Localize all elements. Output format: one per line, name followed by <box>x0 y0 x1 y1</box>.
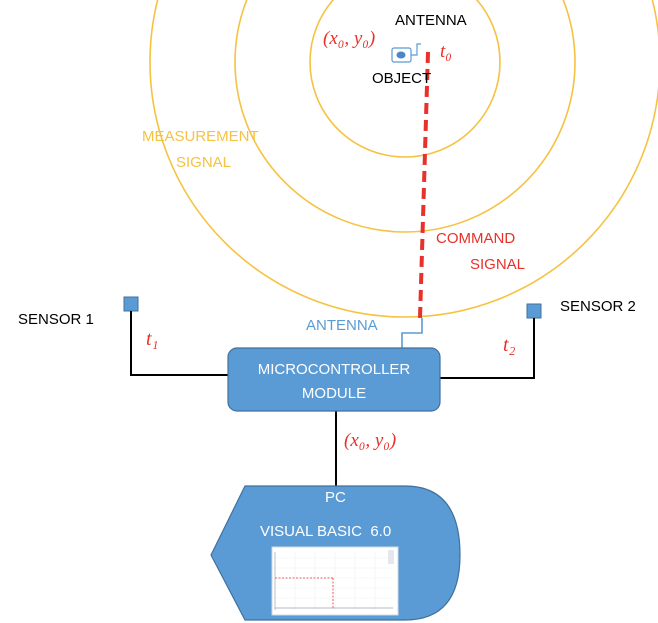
antenna-top-label: ANTENNA <box>395 12 467 29</box>
sensor2-square <box>526 303 542 319</box>
t1-label: t₁ <box>146 328 159 350</box>
signal-ring-outer <box>149 0 658 318</box>
command-signal-line <box>418 51 430 319</box>
object-dot <box>396 51 406 59</box>
sensor1-square <box>123 296 139 312</box>
command-signal-label-line2: SIGNAL <box>470 256 526 273</box>
command-signal-label-line1: COMMAND <box>436 230 516 247</box>
sensor2-label: SENSOR 2 <box>560 298 636 315</box>
microcontroller-module-box <box>227 347 441 412</box>
module-label-line2: MODULE <box>301 385 367 402</box>
top-antenna-icon <box>411 43 421 56</box>
module-antenna-label: ANTENNA <box>306 317 378 334</box>
sensor1-wire <box>130 311 228 376</box>
t2-label: t₂ <box>503 334 516 356</box>
chart-thumbnail <box>271 546 399 616</box>
sensor1-label: SENSOR 1 <box>18 311 94 328</box>
object-label: OBJECT <box>372 70 432 87</box>
measurement-signal-label-line2: SIGNAL <box>176 154 232 171</box>
measurement-signal-label-line1: MEASUREMENT <box>142 128 259 145</box>
signal-ring-middle <box>234 0 576 233</box>
t0-label: t₀ <box>440 41 452 62</box>
object-coordinate-label: (x₀, y₀) <box>323 28 376 49</box>
link-coordinate-label: (x₀, y₀) <box>344 430 397 451</box>
software-label: VISUAL BASIC 6.0 <box>260 523 392 540</box>
sensor2-wire <box>440 318 535 379</box>
module-antenna-icon <box>401 318 423 348</box>
signal-ring-inner <box>309 0 501 158</box>
module-label-line1: MICROCONTROLLER <box>257 361 411 378</box>
pc-label: PC <box>325 489 346 506</box>
